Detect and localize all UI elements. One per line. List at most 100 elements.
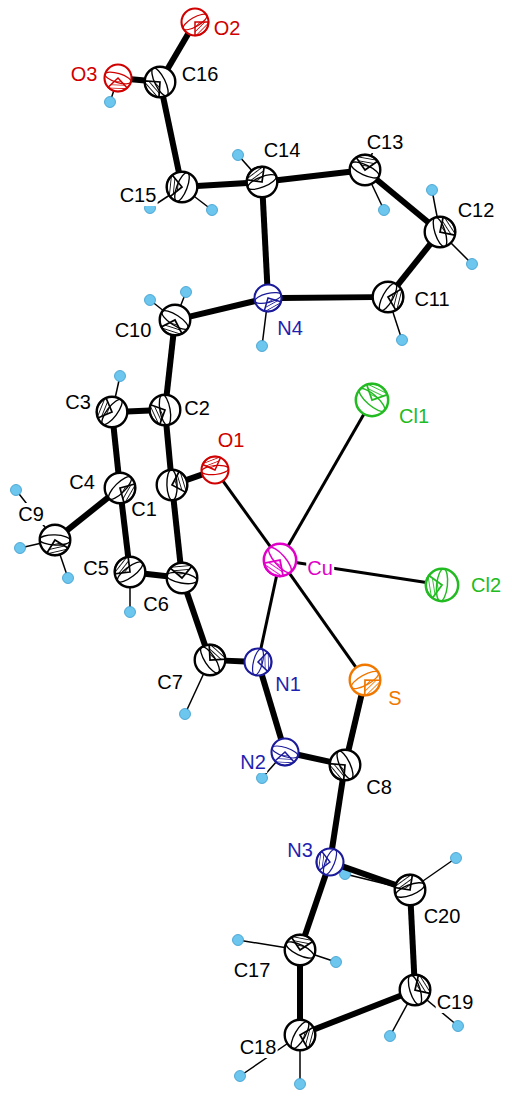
- chemical-bond: [342, 866, 395, 885]
- atom-label: O1: [217, 429, 246, 451]
- principal-ellipse: [99, 397, 126, 428]
- atom-ellipsoid: O1: [200, 455, 230, 485]
- principal-ellipse: [166, 570, 198, 585]
- chemical-bond: [174, 500, 181, 563]
- atom-label: Cl2: [470, 574, 502, 596]
- chemical-bond: [190, 301, 256, 317]
- atom-label: S: [387, 687, 402, 709]
- chemical-bond: [305, 874, 326, 935]
- principal-ellipse: [288, 1019, 312, 1051]
- hydrogen-atom: [257, 773, 268, 784]
- atom-label: C17: [233, 959, 272, 981]
- ellipsoid-shape: [165, 561, 199, 595]
- ellipsoid-octant: [113, 557, 130, 574]
- atom-ellipsoid: N1: [243, 647, 273, 677]
- principal-ellipse: [435, 568, 449, 601]
- atom-label: C12: [457, 199, 496, 221]
- atom-label: C4: [68, 471, 96, 493]
- atom-ellipsoid: C5: [113, 555, 147, 589]
- atom-ellipsoid: C13: [348, 153, 382, 187]
- ellipsoid-shape: [103, 471, 137, 505]
- principal-ellipse: [334, 749, 356, 781]
- atom-ellipsoid: C15: [165, 170, 199, 204]
- atom-label: C15: [119, 184, 158, 206]
- atom-label: C8: [365, 776, 393, 798]
- chemical-bond: [122, 503, 128, 557]
- chemical-bond: [225, 658, 245, 665]
- ellipsoid-shape: [253, 283, 283, 313]
- hydrogen-atom: [257, 341, 268, 352]
- hydrogen-atom: [235, 1071, 246, 1082]
- atom-ellipsoid: C1: [155, 468, 189, 502]
- atom-ellipsoid: C11: [371, 280, 405, 314]
- principal-ellipse: [197, 644, 222, 675]
- chemical-bond: [197, 183, 247, 186]
- atom-ellipsoid: C20: [393, 873, 427, 907]
- hydrogen-atom: [11, 485, 22, 496]
- ellipsoid-shape: [158, 303, 192, 337]
- hydrogen-atom: [233, 935, 244, 946]
- ellipsoid-octant: [300, 1027, 321, 1048]
- hydrogen-atom: [331, 957, 342, 968]
- chemical-bond: [131, 79, 145, 80]
- ellipsoid-octant: [209, 644, 225, 660]
- hydrogen-atom: [207, 205, 218, 216]
- ellipsoid-shape: [283, 933, 317, 967]
- atom-label: C18: [239, 1036, 278, 1058]
- principal-ellipse: [149, 66, 172, 98]
- atom-label: C9: [17, 503, 45, 525]
- principal-ellipse: [254, 290, 282, 305]
- ellipsoid-shape: [354, 382, 390, 418]
- atom-ellipsoid: Cl2: [424, 567, 460, 603]
- ellipsoid-shape: [95, 395, 129, 429]
- atom-ellipsoid: C14: [245, 165, 279, 199]
- atom-ellipsoid: C7: [193, 643, 227, 677]
- atom-ellipsoid: C3: [95, 395, 129, 429]
- ellipsoid-shape: [262, 542, 298, 578]
- atom-label: Cu: [306, 557, 334, 579]
- chemical-bond: [314, 995, 401, 1029]
- atom-ellipsoid: N2: [270, 737, 300, 767]
- chemical-bond: [332, 780, 343, 849]
- principal-ellipse: [201, 464, 229, 476]
- principal-ellipse: [376, 281, 400, 313]
- atom-label: C14: [263, 139, 302, 161]
- chemical-bond: [377, 180, 429, 223]
- ellipsoid-octant: [195, 22, 209, 36]
- ellipsoid-octant: [108, 78, 127, 97]
- atom-ellipsoid: C16: [143, 65, 177, 99]
- hydrogen-atom: [467, 259, 478, 270]
- ellipsoid-octant: [291, 929, 312, 950]
- chemical-bond: [166, 425, 170, 470]
- atom-ellipsoid: C10: [158, 303, 192, 337]
- ellipsoid-shape: [38, 523, 72, 557]
- hydrogen-atom: [385, 1031, 396, 1042]
- ellipsoid-octant: [47, 540, 68, 561]
- atom-ellipsoid: C6: [165, 561, 199, 595]
- chemical-bond: [297, 965, 303, 1020]
- principal-ellipse: [159, 307, 190, 332]
- atom-label: C2: [183, 397, 211, 419]
- atom-label: C6: [142, 593, 170, 615]
- ellipsoid-shape: [423, 215, 457, 249]
- chemical-bond: [411, 905, 415, 975]
- ellipsoid-shape: [348, 663, 382, 697]
- hydrogen-atom: [15, 543, 26, 554]
- hydrogen-atom: [180, 709, 191, 720]
- atom-label: C13: [366, 131, 405, 153]
- principal-ellipse: [250, 648, 265, 676]
- ellipsoid-shape: [245, 165, 279, 199]
- ellipsoid-octant: [311, 851, 330, 870]
- ellipsoid-shape: [371, 280, 405, 314]
- atom-label: C10: [114, 319, 153, 341]
- principal-ellipse: [394, 880, 426, 900]
- ellipsoid-shape: [200, 455, 230, 485]
- principal-ellipse: [349, 159, 381, 181]
- atom-ellipsoid: C8: [328, 748, 362, 782]
- atom-label: C1: [130, 498, 158, 520]
- atom-label: N1: [274, 673, 302, 695]
- chemical-bond: [298, 755, 330, 762]
- chemical-bond: [223, 481, 271, 547]
- ellipsoid-shape: [165, 170, 199, 204]
- atom-label: C16: [181, 63, 220, 85]
